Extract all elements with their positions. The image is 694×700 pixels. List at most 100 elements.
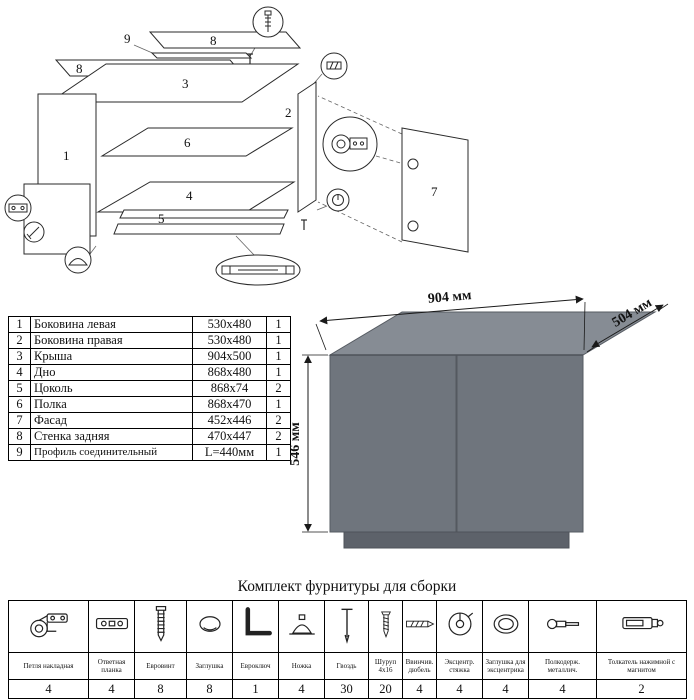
part-size: 530x480 [192,316,267,333]
panel-connecting-profile [150,52,253,59]
hinge-icon [8,600,89,653]
hardware-qty: 1 [232,679,279,699]
hardware-table: Петля накладная Ответная планка Евровинт… [8,600,687,699]
parts-row: 3 Крыша 904x500 1 [8,348,291,365]
hardware-qty: 4 [482,679,529,699]
parts-row: 1 Боковина левая 530x480 1 [8,316,291,333]
hardware-qty: 4 [88,679,135,699]
parts-table: 1 Боковина левая 530x480 1 2 Боковина пр… [8,316,291,461]
part-size: 904x500 [192,348,267,365]
hardware-name: Заглушка [186,652,233,680]
hinge-arm [349,137,368,150]
hardware-qty: 30 [324,679,369,699]
part-name: Дно [30,364,193,381]
part-qty: 1 [266,444,291,461]
threaded-dowel-icon [402,600,437,653]
parts-row: 4 Дно 868x480 1 [8,364,291,381]
part-name: Крыша [30,348,193,365]
part-label-9: 9 [124,31,131,46]
parts-row: 9 Профиль соединительный L=440мм 1 [8,444,291,461]
extension-line [583,301,586,351]
callout-dowel [320,52,348,80]
part-label-6: 6 [184,135,191,150]
part-size: 868x480 [192,364,267,381]
strike-plate-shape [8,203,28,213]
cabinet-top-face [328,311,657,356]
part-size: 470x447 [192,428,267,445]
part-name: Боковина левая [30,316,193,333]
panel-plinth-front [113,223,285,235]
hardware-qty-row: 4 4 8 8 1 4 30 20 4 4 4 4 2 [8,679,687,699]
leader-line [235,235,256,257]
hardware-name: Ответная планка [88,652,135,680]
hardware-kit-title: Комплект фурнитуры для сборки [237,578,457,595]
cam-cap-icon [482,600,529,653]
depth-dimension-line [591,304,664,348]
hardware-qty: 4 [528,679,597,699]
assembly-guide-line [375,155,405,165]
hardware-name: Ввинчив. дюбель [402,652,437,680]
part-num: 4 [8,364,31,381]
part-num: 7 [8,412,31,429]
hardware-qty: 4 [402,679,437,699]
hardware-name: Полкодерж. металлич. [528,652,597,680]
part-label-8b: 8 [76,61,83,76]
part-label-3: 3 [182,76,189,91]
part-size: L=440мм [192,444,267,461]
hardware-name: Толкатель нажимной с магнитом [596,652,687,680]
small-screw-icon [247,53,253,64]
panel-plinth-rear [119,209,289,219]
confirmat-screw-icon [134,600,187,653]
part-num: 5 [8,380,31,397]
hardware-qty: 20 [368,679,403,699]
small-screw-icon [301,219,307,230]
nail-icon [324,600,369,653]
part-num: 8 [8,428,31,445]
parts-row: 8 Стенка задняя 470x447 2 [8,428,291,445]
assembly-guide-line [317,95,403,135]
part-label-8a: 8 [210,33,217,48]
parts-row: 7 Фасад 452x446 2 [8,412,291,429]
panel-right-side [297,81,317,213]
part-name: Профиль соединительный [30,444,193,461]
part-label-2: 2 [285,105,292,120]
hardware-qty: 4 [278,679,325,699]
part-qty: 1 [266,364,291,381]
panel-back-wall-upper [148,31,302,49]
part-label-4: 4 [186,188,193,203]
height-dimension-label: 546 мм [288,422,303,466]
cabinet-plinth [343,531,570,549]
hardware-names-row: Петля накладная Ответная планка Евровинт… [8,652,687,680]
hardware-name: Шуруп 4x16 [368,652,403,680]
hardware-name: Гвоздь [324,652,369,680]
foot-shape [68,258,88,266]
part-label-7: 7 [431,184,438,199]
door-hinge-cup-hole [407,158,419,170]
dowel-shape [326,61,342,70]
hardware-qty: 4 [8,679,89,699]
width-dimension-line [319,295,584,325]
part-num: 1 [8,316,31,333]
part-size: 530x480 [192,332,267,349]
part-name: Стенка задняя [30,428,193,445]
strike-plate-icon [88,600,135,653]
hardware-qty: 2 [596,679,687,699]
parts-row: 2 Боковина правая 530x480 1 [8,332,291,349]
cap-icon [186,600,233,653]
part-name: Цоколь [30,380,193,397]
extension-line [315,323,327,351]
hardware-icons-row [8,600,687,653]
hardware-name: Евровинт [134,652,187,680]
cam-lock-icon [436,600,483,653]
part-name: Боковина правая [30,332,193,349]
part-name: Фасад [30,412,193,429]
hardware-name: Петля накладная [8,652,89,680]
part-num: 2 [8,332,31,349]
part-num: 6 [8,396,31,413]
panel-shelf [100,127,294,157]
callout-strike-plate [4,194,32,222]
hardware-qty: 8 [186,679,233,699]
width-dimension-label: 904 мм [427,288,472,307]
panel-bottom [96,181,296,213]
